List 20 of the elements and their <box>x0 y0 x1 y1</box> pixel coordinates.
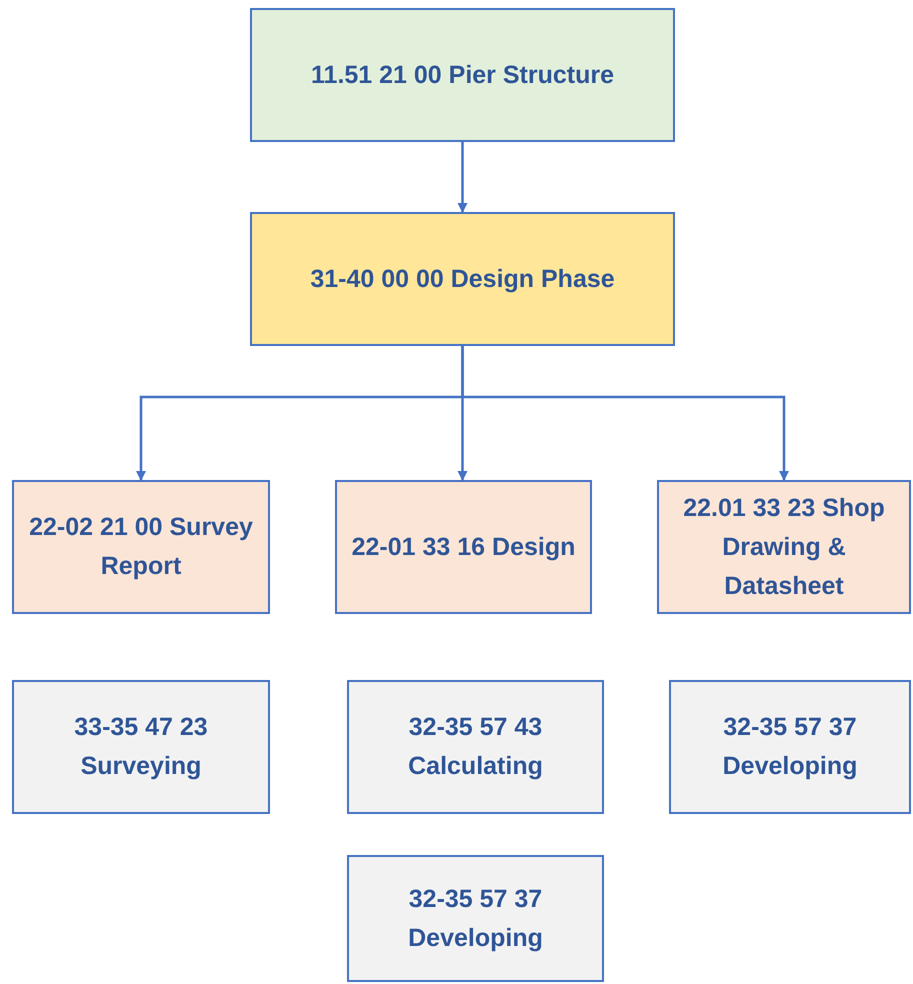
box-label: 32-35 57 37 Developing <box>407 884 544 954</box>
box-label: 32-35 57 43 Calculating <box>407 712 544 782</box>
process-box <box>335 480 592 614</box>
box-label: 31-40 00 00 Design Phase <box>310 264 615 294</box>
process-box <box>250 8 675 142</box>
process-box <box>12 680 270 814</box>
process-box <box>657 480 911 614</box>
box-label: 22-01 33 16 Design <box>352 532 576 562</box>
process-box <box>347 680 604 814</box>
box-label: 32-35 57 37 Developing <box>722 712 858 782</box>
box-label: 22.01 33 23 Shop Drawing & Datasheet <box>682 492 886 602</box>
box-label: 22-02 21 00 Survey Report <box>28 512 254 582</box>
box-label: 33-35 47 23 Surveying <box>73 712 209 782</box>
arrow <box>458 142 468 213</box>
box-label: 11.51 21 00 Pier Structure <box>311 60 614 90</box>
process-box <box>347 855 604 982</box>
process-box <box>669 680 911 814</box>
arrow <box>461 346 789 481</box>
process-box <box>12 480 270 614</box>
process-box <box>250 212 675 346</box>
